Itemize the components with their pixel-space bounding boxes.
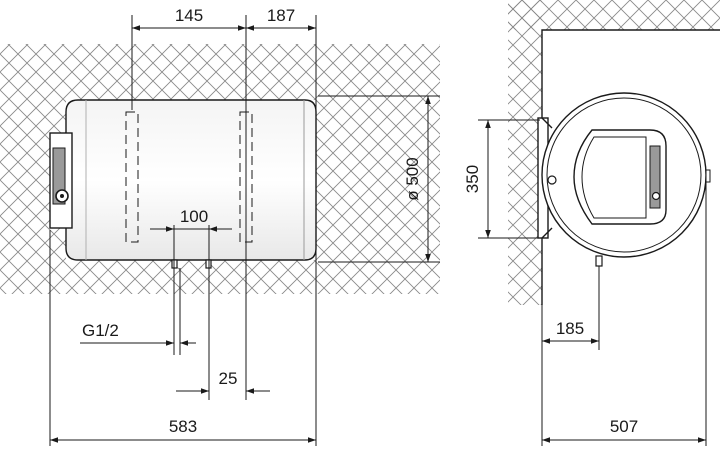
dim-145-label: 145 (175, 6, 203, 25)
tank-end-view (537, 92, 711, 267)
tank-side-view (49, 99, 317, 269)
wall-hatch-right (508, 0, 720, 305)
dimension-labels: 145 187 ø 500 100 G1/2 25 583 350 185 50… (82, 6, 638, 436)
dim-100-label: 100 (180, 207, 208, 226)
dim-diameter-label: ø 500 (403, 157, 422, 200)
indicator-icon (651, 191, 661, 201)
dim-507-label: 507 (610, 417, 638, 436)
heating-element-left (125, 111, 139, 243)
dim-583-label: 583 (169, 417, 197, 436)
dim-350-label: 350 (463, 165, 482, 193)
dim-187-label: 187 (267, 6, 295, 25)
dimension-lines-right (478, 119, 707, 446)
fitting-icon (547, 175, 557, 185)
dim-25-label: 25 (219, 369, 238, 388)
dim-185-label: 185 (556, 319, 584, 338)
end-view-pipe (595, 255, 603, 267)
dimension-lines-left (49, 15, 440, 446)
dim-thread-label: G1/2 (82, 321, 119, 340)
